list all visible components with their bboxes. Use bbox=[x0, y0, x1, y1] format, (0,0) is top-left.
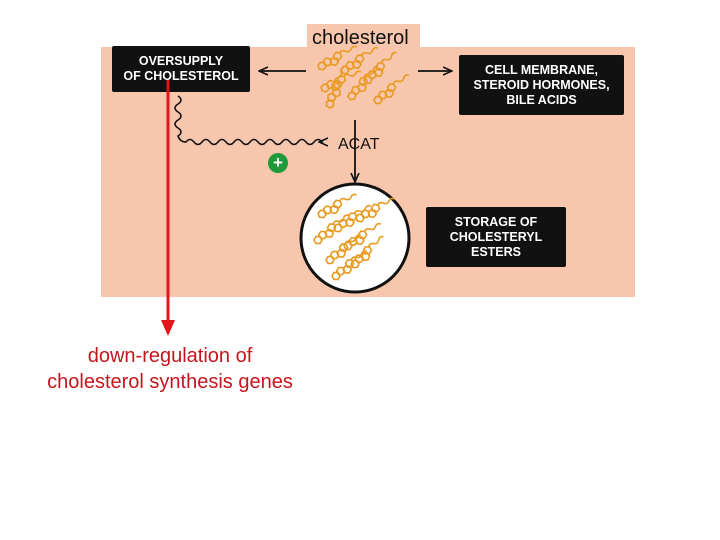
membrane-box: CELL MEMBRANE, STEROID HORMONES, BILE AC… bbox=[459, 55, 624, 115]
activation-plus-icon: + bbox=[268, 153, 288, 173]
storage-line-2: CHOLESTERYL bbox=[449, 229, 543, 244]
title-tab bbox=[307, 24, 420, 53]
result-text: down-regulation of cholesterol synthesis… bbox=[0, 343, 340, 395]
oversupply-line-2: OF CHOLESTEROL bbox=[123, 69, 239, 83]
storage-line-1: STORAGE OF bbox=[454, 214, 538, 229]
membrane-line-1: CELL MEMBRANE, bbox=[485, 62, 598, 77]
membrane-line-2: STEROID HORMONES, bbox=[473, 77, 610, 92]
result-line-1: down-regulation of bbox=[87, 345, 253, 367]
membrane-line-3: BILE ACIDS bbox=[506, 92, 577, 107]
storage-box: STORAGE OF CHOLESTERYL ESTERS bbox=[426, 207, 566, 267]
result-line-2: cholesterol synthesis genes bbox=[47, 371, 293, 393]
activation-wavy-line bbox=[174, 95, 322, 145]
diagram-title: cholesterol bbox=[312, 27, 409, 49]
oversupply-line-1: OVERSUPPLY bbox=[138, 54, 224, 68]
cholesterol-molecules-icon bbox=[316, 45, 414, 109]
enzyme-label: ACAT bbox=[338, 136, 380, 153]
oversupply-box: OVERSUPPLY OF CHOLESTEROL bbox=[112, 46, 250, 92]
regulation-arrow-head bbox=[161, 320, 175, 336]
storage-line-3: ESTERS bbox=[470, 244, 521, 259]
lipid-droplet-icon bbox=[299, 182, 411, 294]
